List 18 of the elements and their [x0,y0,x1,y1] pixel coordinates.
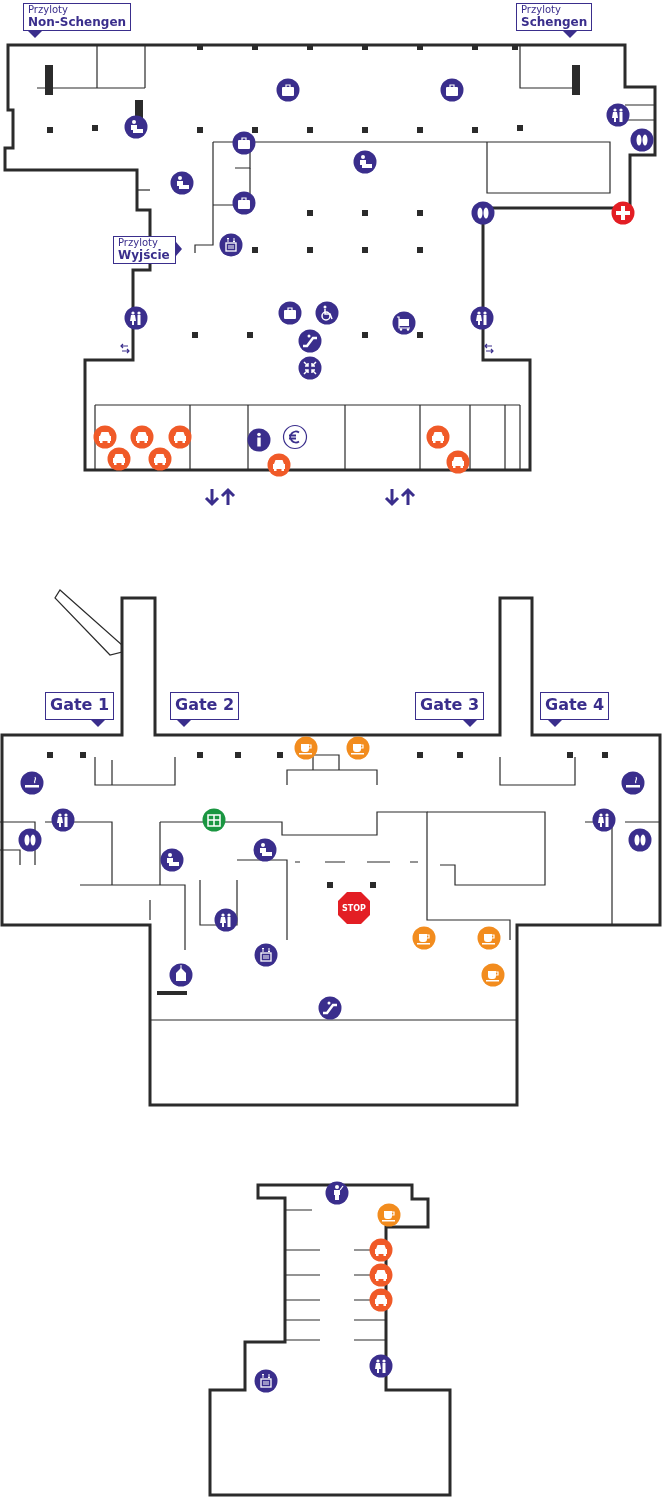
sign-title: Gate 3 [420,694,480,716]
gate-sign [170,692,240,720]
gate-sign [45,692,115,720]
arrivals-sign [516,3,593,31]
sign-subtitle: Przyloty [521,5,561,16]
sign-subtitle: Przyloty [28,5,69,16]
sign-title: Gate 2 [175,694,235,716]
sign-title: Wyjście [118,248,171,262]
sign-title: Gate 4 [545,694,605,716]
sign-title: Non-Schengen [28,15,127,29]
sign-title: Schengen [521,15,588,29]
arrivals-sign [113,236,176,264]
sign-subtitle: Przyloty [118,238,159,249]
sign-text: STOP [342,903,366,913]
gate-sign [540,692,610,720]
gate-sign [415,692,485,720]
arrivals-sign [23,3,132,31]
sign-title: Gate 1 [50,694,110,716]
